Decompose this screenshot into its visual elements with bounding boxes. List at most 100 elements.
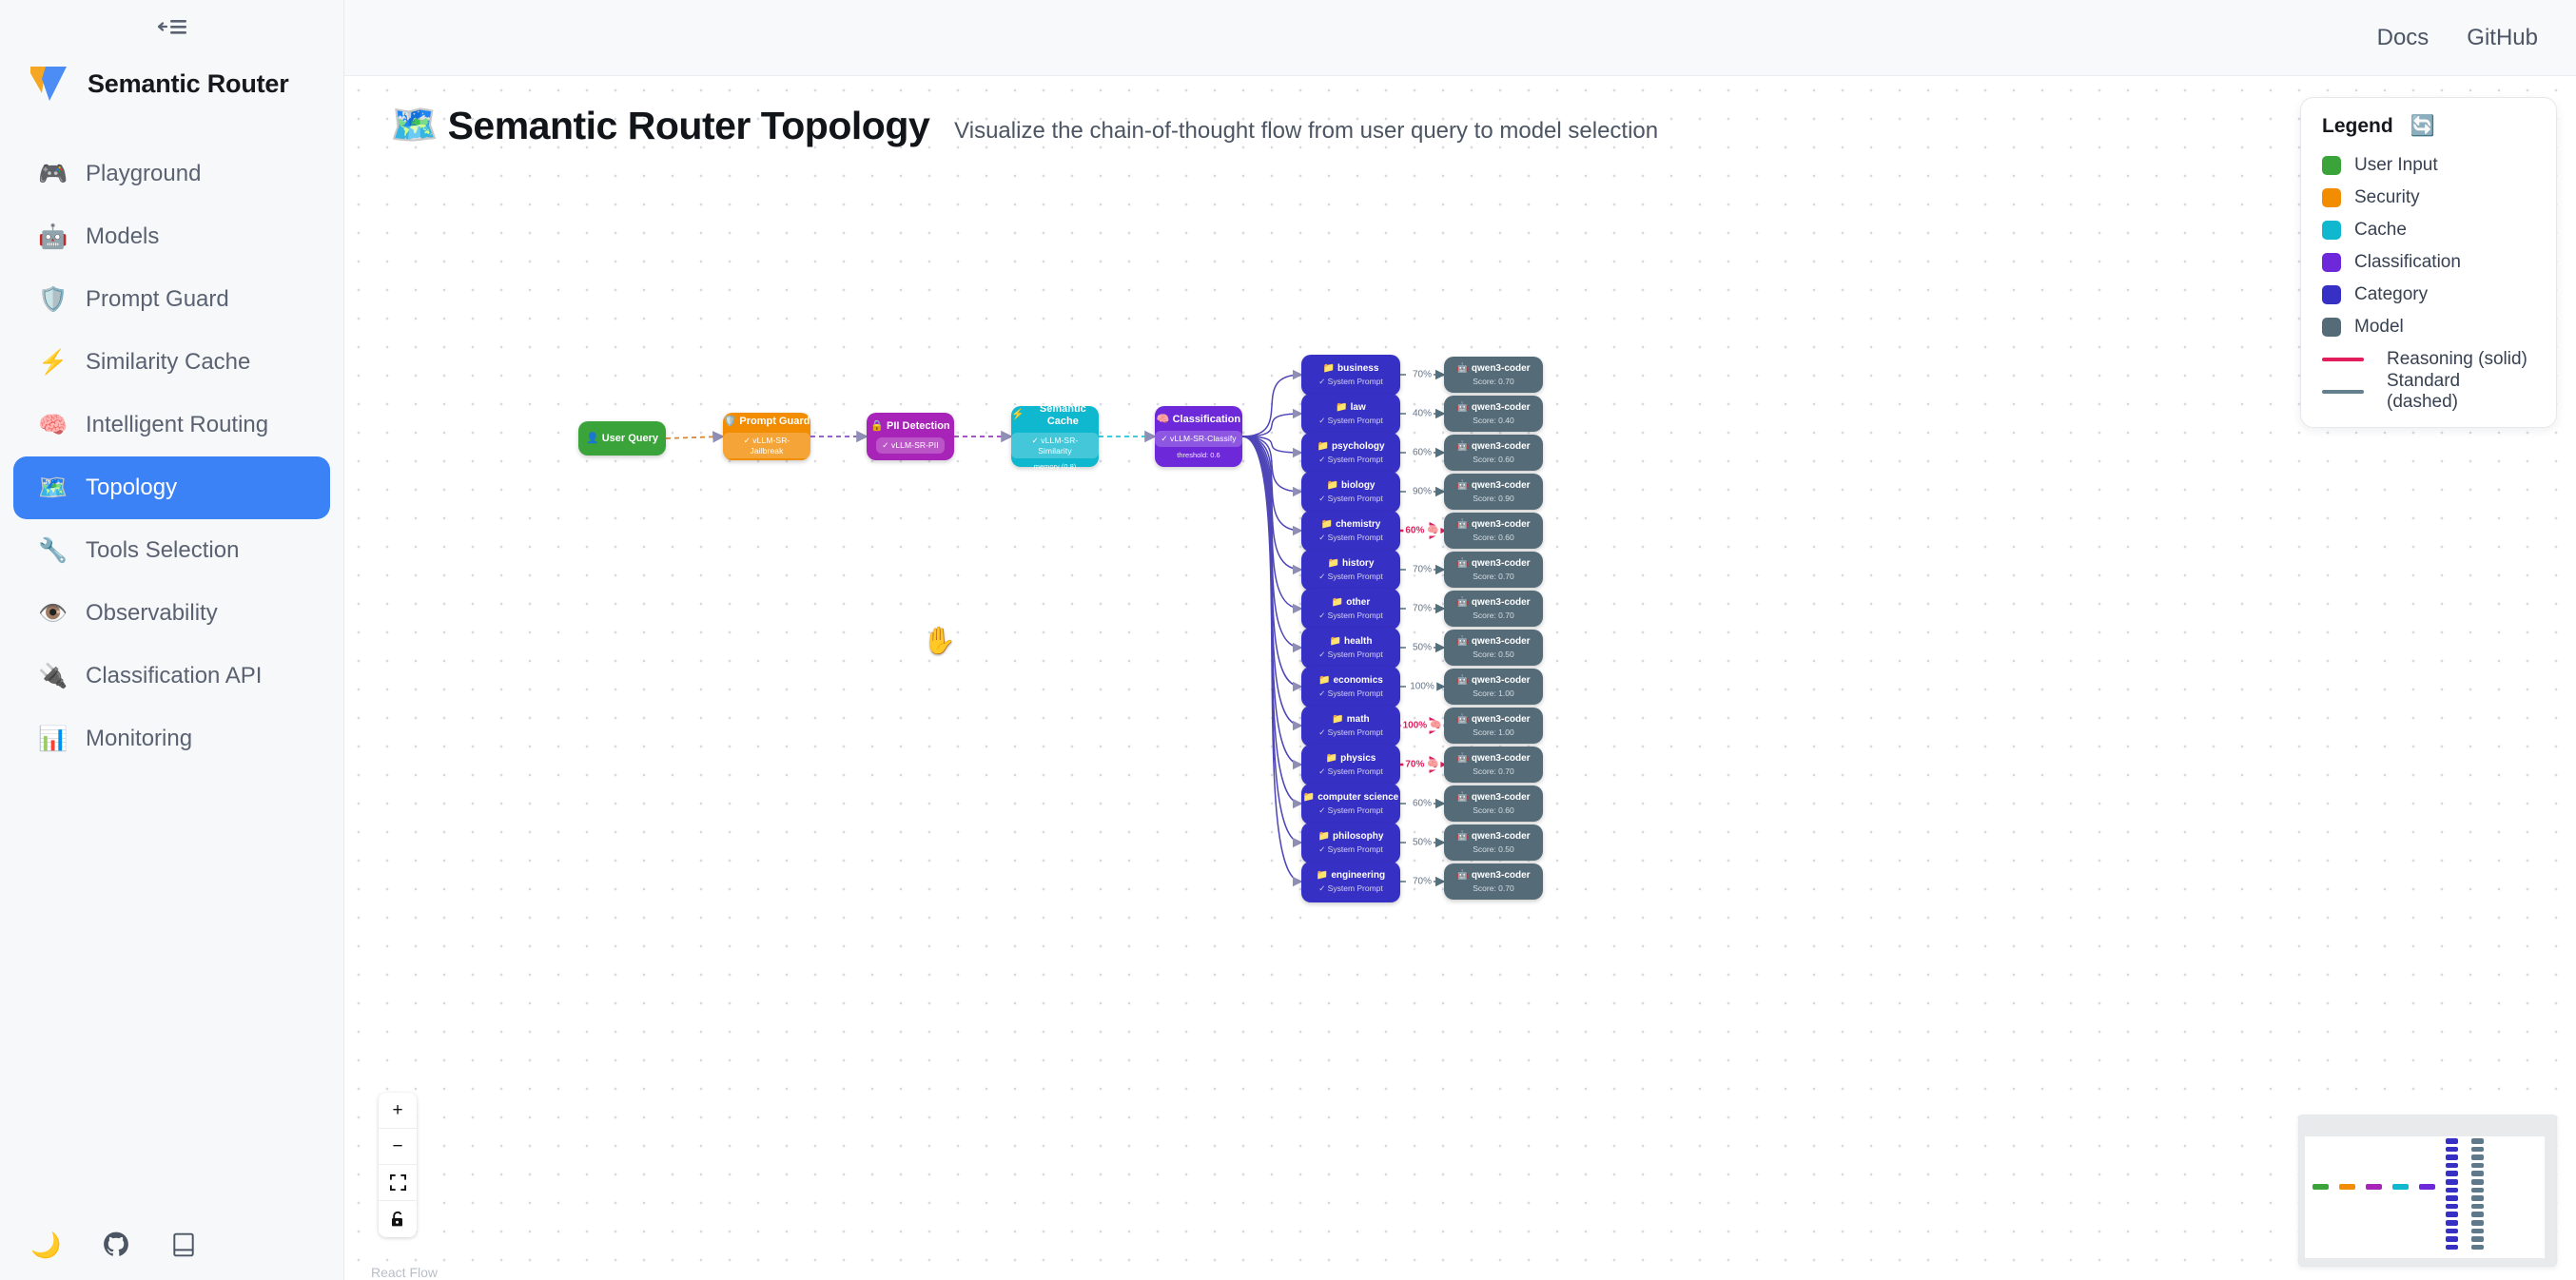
github-link[interactable]: GitHub <box>2467 24 2538 50</box>
minimap-pipeline-node <box>2419 1184 2435 1190</box>
category-node-business[interactable]: 📁business✓ System Prompt <box>1301 355 1400 396</box>
category-node-other[interactable]: 📁other✓ System Prompt <box>1301 589 1400 630</box>
book-icon[interactable] <box>171 1232 196 1258</box>
system-prompt-label: ✓ System Prompt <box>1318 493 1383 503</box>
legend-swatch <box>2322 156 2341 175</box>
collapse-menu-icon[interactable] <box>153 12 191 41</box>
node-title: 📁biology <box>1326 480 1375 492</box>
folder-icon: 📁 <box>1327 558 1340 570</box>
legend-swatch <box>2322 253 2341 272</box>
minimap-category-node <box>2446 1228 2458 1234</box>
zoom-in-button[interactable]: + <box>379 1093 417 1129</box>
category-name: health <box>1344 636 1373 648</box>
category-node-computer-science[interactable]: 📁computer science✓ System Prompt <box>1301 784 1400 824</box>
node-title: 🤖qwen3-coder <box>1456 636 1530 648</box>
node-title-text: PII Detection <box>887 419 950 432</box>
edge-label-0: 70% <box>1410 369 1434 380</box>
category-node-biology[interactable]: 📁biology✓ System Prompt <box>1301 472 1400 513</box>
docs-link[interactable]: Docs <box>2376 24 2430 50</box>
page-subtitle: Visualize the chain-of-thought flow from… <box>954 118 1659 144</box>
robot-icon: 🤖 <box>1456 558 1469 570</box>
category-name: physics <box>1340 753 1376 765</box>
category-node-law[interactable]: 📁law✓ System Prompt <box>1301 394 1400 435</box>
category-node-physics[interactable]: 📁physics✓ System Prompt <box>1301 745 1400 785</box>
category-node-math[interactable]: 📁math✓ System Prompt <box>1301 706 1400 747</box>
legend-label: User Input <box>2354 155 2438 175</box>
sidebar: Semantic Router 🎮 Playground 🤖 Models 🛡️… <box>0 0 344 1280</box>
sidebar-item-observability[interactable]: 👁️ Observability <box>13 582 330 645</box>
sidebar-item-intelligent-routing[interactable]: 🧠 Intelligent Routing <box>13 394 330 456</box>
sidebar-item-topology[interactable]: 🗺️ Topology <box>13 456 330 519</box>
node-title-text: User Query <box>601 432 658 444</box>
sidebar-item-prompt-guard[interactable]: 🛡️ Prompt Guard <box>13 268 330 331</box>
fit-view-button[interactable] <box>379 1165 417 1201</box>
edge-label-7: 50% <box>1410 642 1434 653</box>
sidebar-item-classification-api[interactable]: 🔌 Classification API <box>13 645 330 708</box>
node-title: 🤖qwen3-coder <box>1456 402 1530 414</box>
category-node-philosophy[interactable]: 📁philosophy✓ System Prompt <box>1301 823 1400 863</box>
legend-swatch <box>2322 188 2341 207</box>
model-name: qwen3-coder <box>1471 870 1531 882</box>
model-score: Score: 0.70 <box>1473 882 1514 893</box>
sidebar-item-similarity-cache[interactable]: ⚡ Similarity Cache <box>13 331 330 394</box>
category-node-economics[interactable]: 📁economics✓ System Prompt <box>1301 667 1400 708</box>
legend-label: Classification <box>2354 252 2461 272</box>
robot-icon: 🤖 <box>1456 441 1469 453</box>
topology-canvas[interactable]: 🗺️ Semantic Router Topology Visualize th… <box>344 76 2576 1280</box>
minimap-category-node <box>2446 1195 2458 1201</box>
legend-swatch <box>2322 221 2341 240</box>
category-node-psychology[interactable]: 📁psychology✓ System Prompt <box>1301 433 1400 474</box>
sidebar-item-tools-selection[interactable]: 🔧 Tools Selection <box>13 519 330 582</box>
legend-line-swatch <box>2322 390 2364 394</box>
sidebar-item-label: Similarity Cache <box>86 349 251 375</box>
sidebar-item-label: Prompt Guard <box>86 286 229 312</box>
category-node-engineering[interactable]: 📁engineering✓ System Prompt <box>1301 862 1400 902</box>
pipeline-node-prompt-guard[interactable]: 🛡️Prompt Guard✓ vLLM-SR-Jailbreak <box>723 413 810 460</box>
node-subtext: memory (0.8) <box>1033 461 1077 471</box>
flow-controls: + − <box>379 1093 417 1237</box>
edge-label-1: 40% <box>1410 408 1434 419</box>
category-node-health[interactable]: 📁health✓ System Prompt <box>1301 628 1400 669</box>
node-model-chip: ✓ vLLM-SR-Similarity <box>1011 432 1099 458</box>
system-prompt-label: ✓ System Prompt <box>1318 571 1383 581</box>
refresh-icon[interactable]: 🔄 <box>2410 115 2435 137</box>
category-node-chemistry[interactable]: 📁chemistry✓ System Prompt <box>1301 511 1400 552</box>
minimap[interactable] <box>2298 1115 2557 1267</box>
minimap-model-node <box>2471 1162 2484 1169</box>
github-icon[interactable] <box>103 1232 129 1258</box>
dark-mode-toggle-icon[interactable]: 🌙 <box>30 1230 62 1259</box>
sidebar-item-models[interactable]: 🤖 Models <box>13 205 330 268</box>
pipeline-node-pii-detection[interactable]: 🔒PII Detection✓ vLLM-SR-PII <box>867 413 954 460</box>
lock-button[interactable] <box>379 1201 417 1237</box>
category-node-history[interactable]: 📁history✓ System Prompt <box>1301 550 1400 591</box>
pipeline-node-user-query[interactable]: 👤User Query <box>578 421 666 456</box>
brand[interactable]: Semantic Router <box>0 53 343 114</box>
system-prompt-label: ✓ System Prompt <box>1318 649 1383 659</box>
zoom-out-button[interactable]: − <box>379 1129 417 1165</box>
sidebar-item-monitoring[interactable]: 📊 Monitoring <box>13 708 330 770</box>
legend-row: Category <box>2322 279 2535 311</box>
sidebar-item-playground[interactable]: 🎮 Playground <box>13 143 330 205</box>
sidebar-item-label: Playground <box>86 161 202 186</box>
folder-icon: 📁 <box>1316 870 1329 882</box>
flow-edge <box>1241 369 1303 437</box>
react-flow-attribution[interactable]: React Flow <box>371 1265 439 1280</box>
node-title: 🤖qwen3-coder <box>1456 792 1530 804</box>
robot-icon: 🤖 <box>1456 870 1469 882</box>
